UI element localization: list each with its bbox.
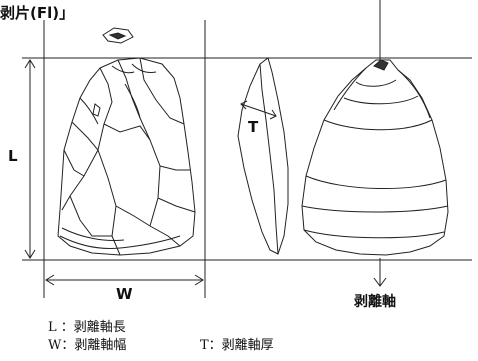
- figure-title: 剥片(Fl)」: [0, 4, 75, 22]
- width-dimension: [45, 274, 204, 286]
- guide-lines: [22, 20, 472, 298]
- platform-sketch: [102, 27, 134, 44]
- flaking-axis-label: 剥離軸: [354, 293, 396, 310]
- flaking-axis-arrow: [373, 0, 387, 287]
- legend-thickness: T：剥離軸厚: [200, 338, 274, 353]
- length-dimension: [24, 59, 36, 259]
- thickness-dimension: [240, 100, 277, 120]
- dorsal-view: [57, 57, 196, 256]
- legend-length: L ：剥離軸長: [48, 320, 126, 335]
- length-label: L: [8, 147, 18, 165]
- thickness-label: T: [248, 118, 259, 136]
- width-label: W: [116, 285, 133, 303]
- ventral-view: [301, 59, 449, 256]
- legend-width: W：剥離軸幅: [48, 338, 127, 353]
- profile-view: [237, 57, 289, 255]
